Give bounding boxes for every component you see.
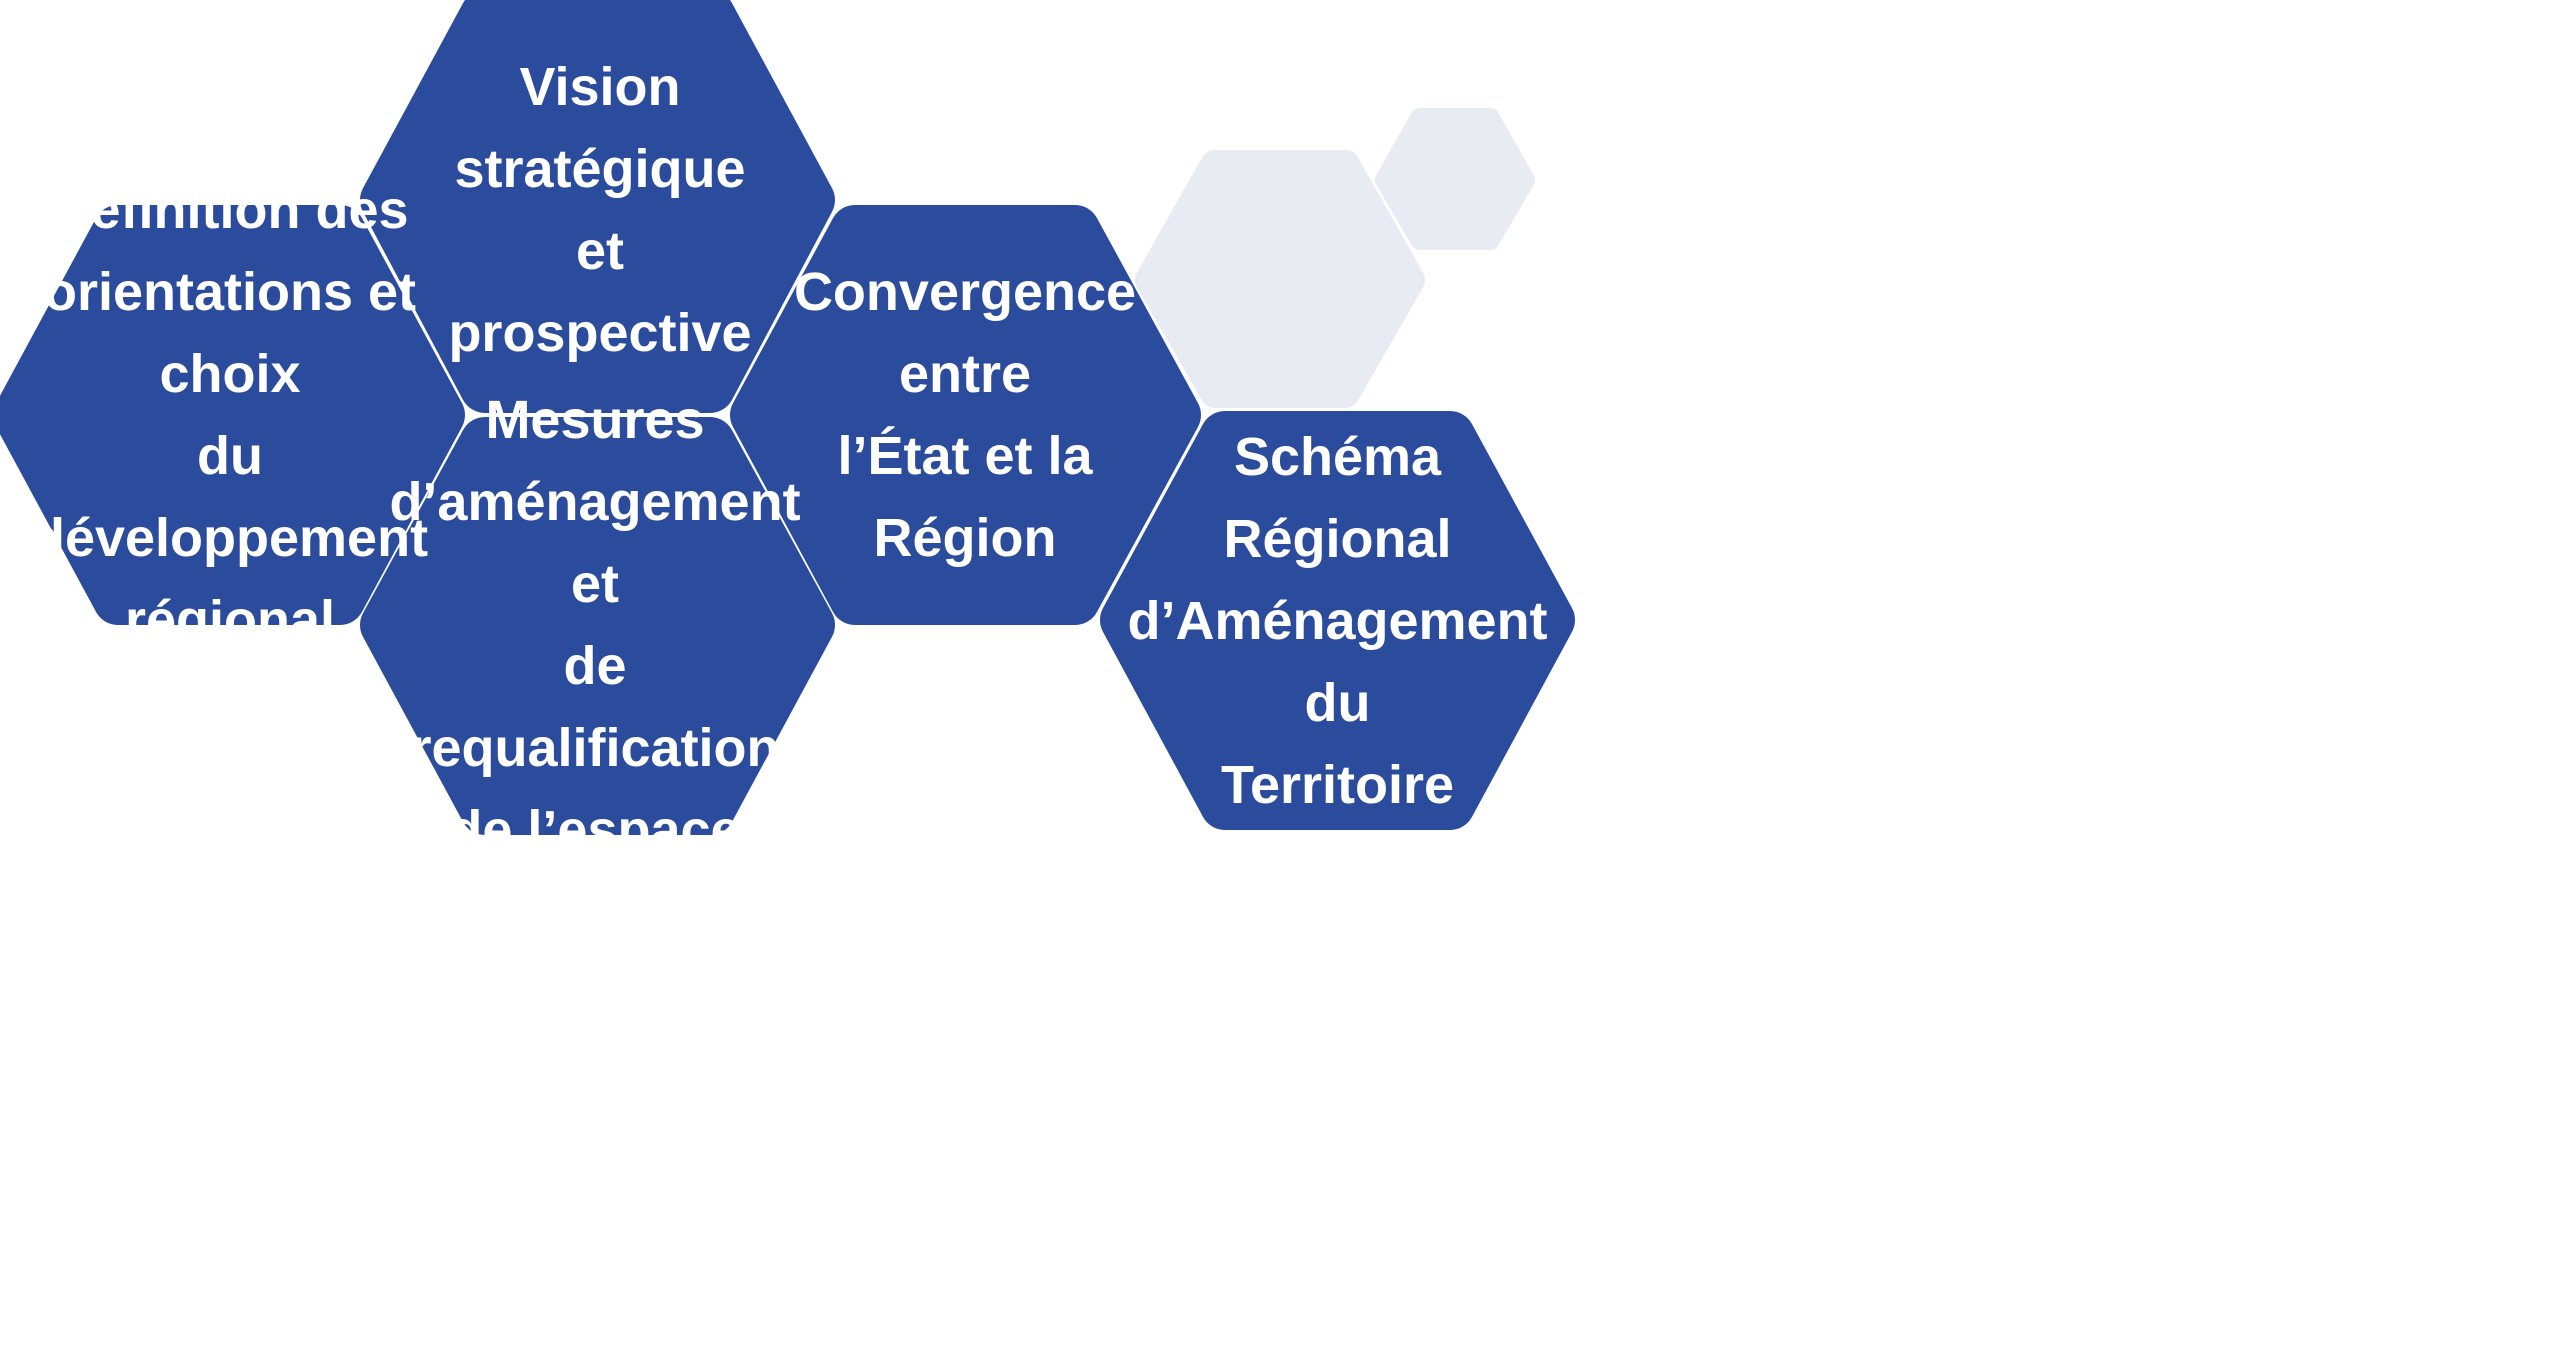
text-line: Convergence entre	[793, 262, 1137, 404]
text-line: Vision	[519, 57, 681, 117]
text-line: Territoire	[1220, 755, 1455, 815]
label-definition: Définition des orientations et choix du …	[32, 180, 428, 650]
label-convergence: Convergence entre l’État et la Région	[780, 250, 1150, 580]
text-line: Schéma Régional	[1223, 427, 1452, 569]
label-vision: Vision stratégique et prospective	[448, 40, 751, 380]
label-schema-text: Schéma Régional d’Aménagement du Territo…	[1127, 416, 1547, 826]
decor-hexagon-large	[1135, 150, 1425, 408]
decor-hexagon-small	[1375, 108, 1535, 250]
label-schema: Schéma Régional d’Aménagement du Territo…	[1127, 427, 1547, 815]
text-line: l’État et la Région	[837, 426, 1093, 568]
hexagon-schema	[1100, 411, 1575, 830]
label-definition-text: Définition des orientations et choix du …	[32, 169, 428, 661]
text-line: stratégique et	[454, 139, 746, 281]
text-line: de l’espace	[449, 800, 741, 860]
text-line: orientations et choix	[43, 262, 417, 404]
text-line: prospective	[448, 303, 752, 363]
hexagon-vision	[360, 0, 835, 413]
text-line: du développement	[31, 426, 429, 568]
hexagon-definition	[0, 205, 465, 625]
text-line: Mesures	[485, 390, 705, 450]
hexagon-mesures	[360, 417, 835, 835]
hexagon-convergence	[730, 205, 1201, 625]
label-vision-text: Vision stratégique et prospective	[448, 46, 751, 374]
label-convergence-text: Convergence entre l’État et la Région	[780, 251, 1150, 579]
text-line: régional	[124, 590, 336, 650]
text-line: de requalification	[410, 636, 780, 778]
text-line: d’Aménagement du	[1127, 591, 1548, 733]
text-line: d’aménagement et	[389, 472, 801, 614]
label-mesures-text: Mesures d’aménagement et de requalificat…	[389, 379, 800, 871]
text-line: Définition des	[51, 180, 409, 240]
label-mesures: Mesures d’aménagement et de requalificat…	[389, 390, 800, 860]
